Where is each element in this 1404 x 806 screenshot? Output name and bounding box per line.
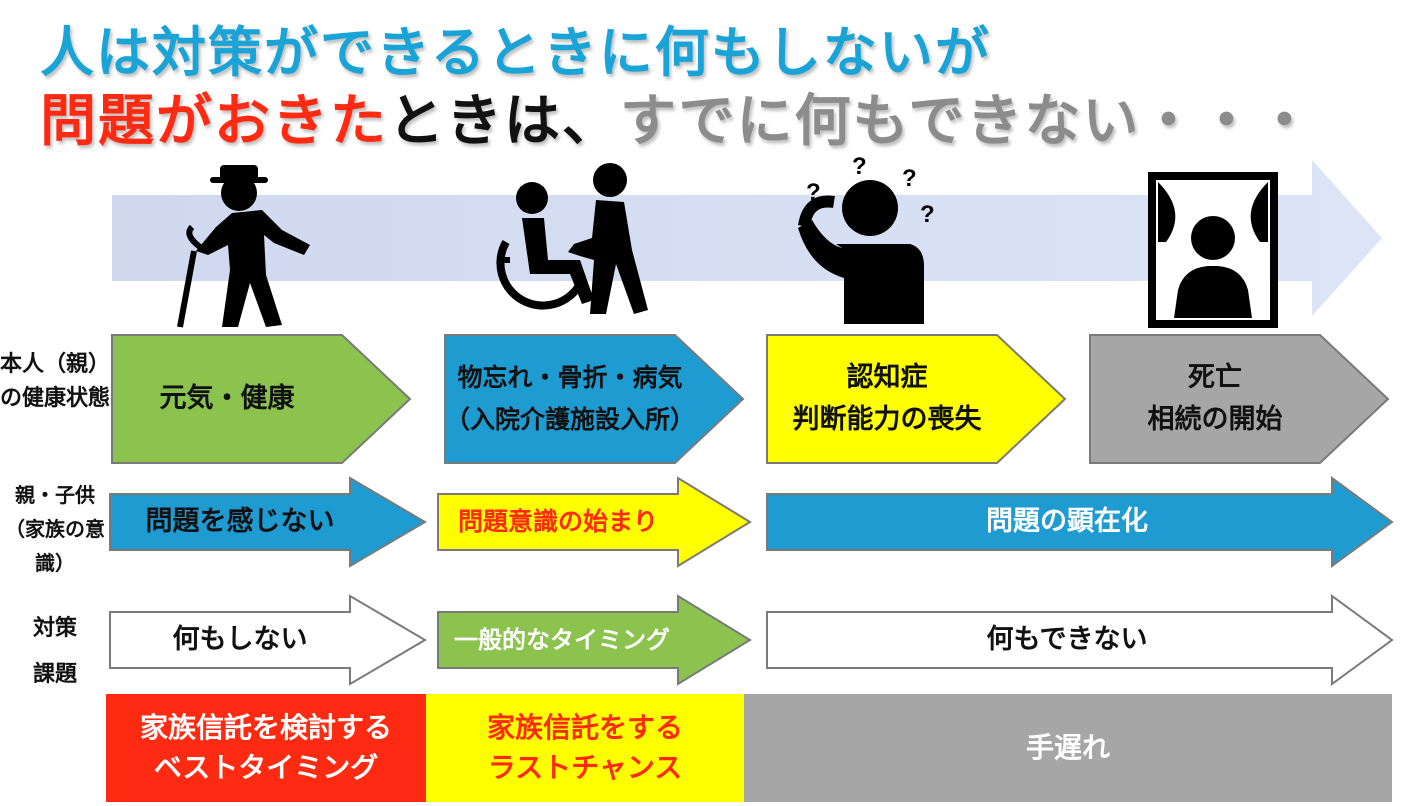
row-label-health-line1: 本人（親） xyxy=(0,352,111,377)
question-mark: ? xyxy=(920,201,935,228)
row-label-health: 本人（親） の健康状態 xyxy=(0,348,110,416)
health-stage-death-line2: 相続の開始 xyxy=(1147,404,1283,435)
title-line-1: 人は対策ができるときに何もしないが xyxy=(40,21,991,84)
health-stage-dementia-line2: 判断能力の喪失 xyxy=(792,404,982,435)
title-gray-text: すでに何もできない・・・ xyxy=(620,89,1315,154)
question-mark: ? xyxy=(902,165,917,192)
measure-do-nothing-label: 何もしない xyxy=(172,624,308,655)
family-awareness-none: 問題を感じない xyxy=(109,476,427,568)
health-stage-healthy: 元気・健康 xyxy=(111,334,412,464)
health-stage-illness-line2: （入院介護施設入所） xyxy=(445,405,696,434)
band-too-late: 手遅れ xyxy=(744,694,1392,802)
health-stage-dementia: 認知症判断能力の喪失 xyxy=(766,334,1067,464)
title-black-text: ときは、 xyxy=(388,89,620,154)
measure-nothing-possible-label: 何もできない xyxy=(986,624,1148,655)
title-line-2: 問題がおきたときは、すでに何もできない・・・ xyxy=(40,76,1314,157)
health-stage-illness: 物忘れ・骨折・病気 （入院介護施設入所） xyxy=(444,334,745,464)
family-awareness-manifest-label: 問題の顕在化 xyxy=(986,506,1148,537)
health-stage-dementia-line1: 認知症 xyxy=(846,362,928,393)
band-best-timing-line1: 家族信託を検討する xyxy=(139,711,392,744)
band-last-chance: 家族信託をする ラストチャンス xyxy=(426,694,744,802)
health-stage-death-line1: 死亡 xyxy=(1188,362,1242,393)
row-label-measure-line1: 対策 xyxy=(32,616,77,641)
family-awareness-manifest: 問題の顕在化 xyxy=(766,476,1394,568)
health-stage-death: 死亡相続の開始 xyxy=(1089,334,1390,464)
row-label-measure-line2: 課題 xyxy=(32,662,77,687)
title-red-text: 問題がおきた xyxy=(40,89,388,154)
family-awareness-none-label: 問題を感じない xyxy=(145,506,335,537)
timeline-arrow xyxy=(112,160,1382,316)
wheelchair-caregiver-icon xyxy=(496,163,648,314)
health-stage-healthy-label: 元気・健康 xyxy=(159,383,295,414)
band-best-timing-line2: ベストタイミング xyxy=(153,751,379,784)
row-label-family-line1: 親・子供 xyxy=(15,483,95,507)
measure-nothing-possible: 何もできない xyxy=(766,594,1394,686)
band-last-chance-line1: 家族信託をする xyxy=(486,711,683,744)
question-mark: ? xyxy=(806,179,821,206)
row-label-family-line2: （家族の意識） xyxy=(5,517,105,575)
band-last-chance-line2: ラストチャンス xyxy=(487,751,683,784)
measure-general-timing-label: 一般的なタイミング xyxy=(454,626,670,654)
elderly-with-cane-icon xyxy=(177,165,310,328)
family-awareness-start-label: 問題意識の始まり xyxy=(457,507,658,536)
memorial-portrait-icon xyxy=(1148,172,1278,328)
question-mark: ? xyxy=(852,153,867,180)
health-stage-illness-line1: 物忘れ・骨折・病気 xyxy=(457,363,683,392)
row-label-measure: 対策 課題 xyxy=(0,606,110,698)
band-best-timing: 家族信託を検討する ベストタイミング xyxy=(106,694,426,802)
measure-do-nothing: 何もしない xyxy=(109,594,427,686)
row-label-family: 親・子供 （家族の意識） xyxy=(0,478,110,580)
family-awareness-start: 問題意識の始まり xyxy=(437,476,752,568)
measure-general-timing: 一般的なタイミング xyxy=(437,594,752,686)
row-label-health-line2: の健康状態 xyxy=(0,386,111,411)
band-too-late-label: 手遅れ xyxy=(1025,731,1110,764)
confused-person-icon: ? ? ? ? xyxy=(798,153,935,324)
